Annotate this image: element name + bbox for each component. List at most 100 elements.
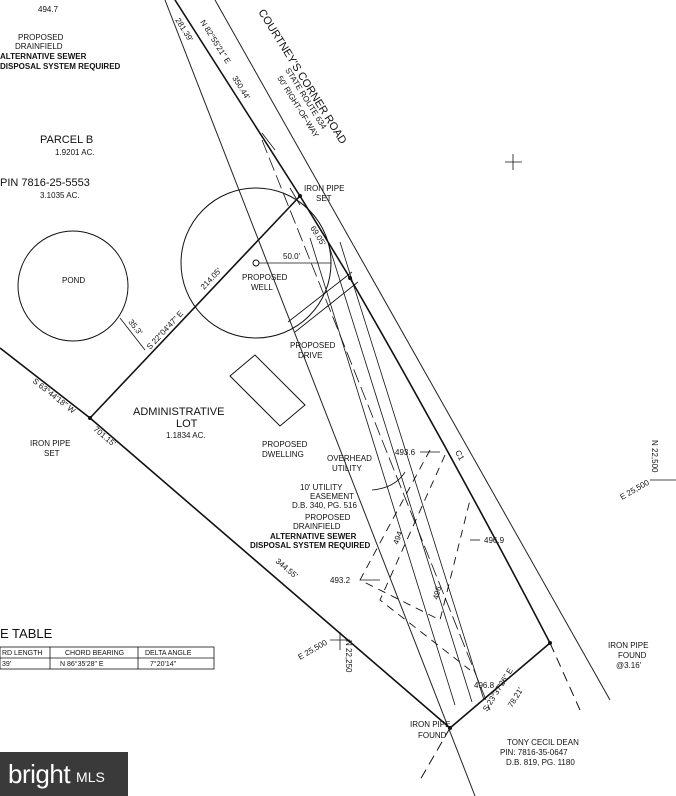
easement-label-3: D.B. 340, PG. 516 <box>292 501 357 510</box>
boundary-dashed-extension <box>419 727 451 781</box>
curve-table <box>0 646 215 670</box>
well-label-2: WELL <box>251 283 273 292</box>
elevation-label: 496.9 <box>484 536 505 545</box>
iron-pipe-left-2: SET <box>44 449 60 458</box>
neighbor-pin: PIN: 7816-35-0647 <box>500 748 568 757</box>
distance-344: 344.55' <box>274 557 300 581</box>
grid-e-right: E 25,500 <box>619 478 652 502</box>
easement-label-2: EASEMENT <box>310 492 354 501</box>
top-left-drainfield2: DRAINFIELD <box>15 42 63 51</box>
elevation-label: 493.2 <box>330 576 351 585</box>
parcel-b-pin-area: 3.1035 AC. <box>40 191 80 200</box>
bearing-well-line: S 22°04'47" E <box>145 309 185 351</box>
drainfield-outline <box>359 449 471 621</box>
iron-pipe-right-3: @3.16' <box>616 661 642 670</box>
boundary-curve-c1 <box>349 277 551 644</box>
bearing-west-line: S 63°44'18" W <box>31 376 78 415</box>
overhead-label-2: UTILITY <box>332 464 362 473</box>
grid-n-right: N 22,500 <box>650 440 659 473</box>
curve-table-cell: 7°20'14" <box>150 660 177 668</box>
curve-label: C1 <box>453 449 466 463</box>
curve-table-cell: 39' <box>2 661 11 668</box>
pond-offset-line <box>119 317 146 351</box>
drainfield-lower-3: ALTERNATIVE SEWER <box>270 532 357 541</box>
parcel-b-area: 1.9201 AC. <box>55 148 95 157</box>
boundary-west-line <box>0 347 91 419</box>
curve-table-title: E TABLE <box>0 626 53 641</box>
drainfield-outline <box>379 454 471 671</box>
dwelling-footprint <box>229 354 306 427</box>
distance-701: 701.15' <box>92 425 118 449</box>
curve-table-header: DELTA ANGLE <box>145 650 192 657</box>
drainfield-lower-1: PROPOSED <box>305 513 351 522</box>
elevation-label: 493.6 <box>395 448 416 457</box>
admin-lot-area: 1.1834 AC. <box>166 431 206 440</box>
distance-35: 35.3' <box>126 318 144 337</box>
parcel-b-pin: PIN 7816-25-5553 <box>0 177 90 189</box>
boundary-southwest-line <box>89 417 451 729</box>
top-left-elevation: 494.7 <box>38 5 59 14</box>
curve-table-header: RD LENGTH <box>2 650 42 657</box>
elevation-label: 496.8 <box>474 681 495 690</box>
boundary-north-line <box>174 0 301 197</box>
overhead-utility-line <box>261 139 491 711</box>
corner-marker <box>448 726 452 730</box>
iron-pipe-right-1: IRON PIPE <box>608 641 648 650</box>
grid-n-bottom: N 22,250 <box>344 640 353 673</box>
top-left-sewer2: DISPOSAL SYSTEM REQUIRED <box>0 62 121 71</box>
well-label-1: PROPOSED <box>242 273 288 282</box>
brightmls-watermark: bright MLS <box>0 752 128 796</box>
bearing-north: N 82°55'21" E <box>198 18 232 65</box>
drainfield-lower-2: DRAINFIELD <box>293 522 341 531</box>
well-marker <box>252 259 260 267</box>
elevation-label: 496 <box>431 585 443 601</box>
corner-marker <box>548 641 552 645</box>
drive-line <box>339 241 485 701</box>
distance-350: 350.44' <box>230 74 252 101</box>
watermark-sub: MLS <box>76 769 105 785</box>
admin-lot-title-2: LOT <box>176 418 198 430</box>
easement-leader <box>371 471 406 491</box>
top-left-drainfield: PROPOSED <box>18 33 64 42</box>
curve-table-cell: N 86°35'28" E <box>60 660 104 668</box>
road-edge-line <box>214 0 611 701</box>
survey-tick <box>261 132 276 151</box>
drive-entry-line <box>287 271 353 323</box>
drive-line <box>309 237 456 706</box>
distance-214: 214.05' <box>199 266 224 291</box>
distance-78: 78.21' <box>506 686 525 709</box>
neighbor-db: D.B. 819, PG. 1180 <box>506 758 575 767</box>
pond-circle <box>17 230 129 342</box>
road-name: COURTNEY'S CORNER ROAD <box>255 7 348 146</box>
corner-marker <box>88 416 92 420</box>
iron-pipe-top-1: IRON PIPE <box>304 184 344 193</box>
dwelling-label-2: DWELLING <box>262 450 304 459</box>
curve-table-header: CHORD BEARING <box>65 650 124 657</box>
drive-line <box>325 235 473 703</box>
easement-label-1: 10' UTILITY <box>300 483 343 492</box>
admin-lot-title: ADMINISTRATIVE <box>133 406 224 418</box>
iron-pipe-right-2: FOUND <box>618 651 647 660</box>
survey-tick <box>289 187 301 206</box>
iron-pipe-left-1: IRON PIPE <box>30 439 70 448</box>
iron-pipe-top-2: SET <box>316 194 332 203</box>
drive-entry-line <box>294 281 359 333</box>
boundary-dashed-extension <box>549 642 581 711</box>
well-radius-label: 50.0' <box>283 252 301 261</box>
parcel-b-title: PARCEL B <box>40 134 93 146</box>
dwelling-label-1: PROPOSED <box>262 440 308 449</box>
elevation-label: 494 <box>391 530 404 546</box>
iron-pipe-bottom-1: IRON PIPE <box>410 720 450 729</box>
boundary-south-line <box>449 642 551 729</box>
overhead-label-1: OVERHEAD <box>327 454 372 463</box>
drive-label-2: DRIVE <box>298 351 322 360</box>
watermark-brand: bright <box>8 758 71 789</box>
drainfield-lower-4: DISPOSAL SYSTEM REQUIRED <box>250 541 371 550</box>
drive-label-1: PROPOSED <box>290 341 336 350</box>
iron-pipe-bottom-2: FOUND <box>418 731 447 740</box>
grid-e-bottom: E 25,500 <box>297 638 330 662</box>
road-edge-line <box>164 0 476 796</box>
neighbor-name: TONY CECIL DEAN <box>507 738 579 747</box>
top-left-sewer1: ALTERNATIVE SEWER <box>0 52 87 61</box>
